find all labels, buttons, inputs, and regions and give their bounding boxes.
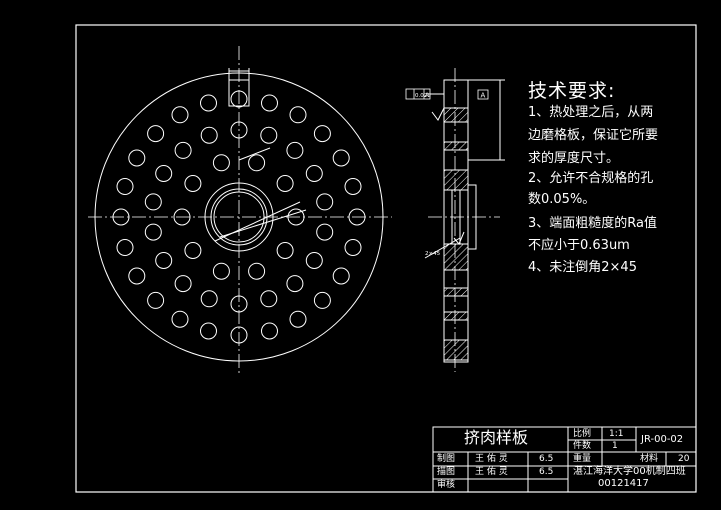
title-block-outline [432,426,697,493]
plate-hole-11 [316,223,334,241]
plate-hole-19 [144,223,162,241]
scale-label: 比例 [573,429,592,439]
plate-hole-13 [286,275,304,293]
plate-hole-17 [174,275,192,293]
tech-requirements-title: 技术要求: [528,80,616,102]
quantity-label: 件数 [573,441,592,451]
hatch-5 [443,287,469,297]
tolerance-frame [405,88,489,100]
hatch-3 [443,169,469,191]
material-value: 20 [678,454,690,464]
plate-hole-48 [261,94,278,112]
hatch-2 [443,141,469,151]
hatch-7 [443,339,469,361]
drawn-by-name: 王 佑 灵 [475,454,508,464]
tech-requirement-line-6: 3、端面粗糙度的Ra值 [528,216,657,231]
plate-hole-46 [200,94,217,112]
plate-hole-27 [305,165,323,182]
diameter-leader-2 [219,209,307,238]
hatch-4 [443,243,469,271]
plate-hole-31 [332,267,350,285]
title-block-grid [432,426,697,493]
plate-hole-3 [248,262,266,280]
student-id: 00121417 [598,478,649,489]
hatch-1 [443,107,469,123]
plate-hole-37 [171,310,189,328]
plate-hole-5 [184,242,202,259]
plate-hole-16 [200,290,218,308]
tech-requirement-line-5: 数0.05%。 [528,192,596,207]
tolerance-datum: A [425,92,430,99]
weight-label: 重量 [573,454,592,464]
plate-hole-44 [147,125,165,143]
plate-hole-51 [332,149,350,167]
plate-hole-9 [248,154,266,172]
plate-hole-30 [344,239,362,256]
quantity-value: 1 [612,441,618,451]
plate-hole-39 [128,267,146,285]
tolerance-value: 0.025 [415,93,431,99]
plate-hole-34 [261,322,278,340]
hub-step [467,184,477,250]
plate-hole-21 [155,165,173,182]
scale-value: 1:1 [609,429,624,439]
plate-hole-33 [289,310,307,328]
traced-by-label: 描图 [437,467,456,477]
tech-requirement-line-1: 1、热处理之后，从两 [528,105,654,120]
plate-hole-49 [289,106,307,124]
plate-hole-25 [260,126,278,144]
traced-date: 6.5 [539,467,554,477]
drawing-border [75,24,697,493]
school-name: 湛江海洋大学00机制四班 [573,466,686,477]
tech-requirement-line-3: 求的厚度尺寸。 [528,151,620,166]
plate-hole-38 [147,291,165,309]
tech-requirement-line-7: 不应小于0.63um [528,238,630,253]
plate-hole-20 [144,193,162,211]
plate-hole-18 [155,252,173,269]
plate-hole-8 [212,154,230,172]
diameter-leader-1 [214,201,301,242]
tech-requirement-line-8: 4、未注倒角2×45 [528,260,637,275]
drawn-by-label: 制图 [437,454,456,464]
chamfer-leader [424,237,461,259]
diameter-leader-3 [238,147,271,161]
hole-pattern [112,90,366,344]
plate-hole-42 [116,178,134,195]
plate-hole-36 [200,322,217,340]
plate-hole-40 [116,239,134,256]
tech-requirement-line-2: 边磨格板，保证它所要 [528,128,659,143]
plate-hole-28 [316,193,334,211]
plate-hole-12 [305,252,323,269]
traced-by-name: 王 佑 灵 [475,467,508,477]
surface-finish-mark-2 [453,231,465,245]
tech-requirement-line-4: 2、允许不合规格的孔 [528,171,654,186]
datum-box [477,89,489,100]
plate-hole-22 [174,141,192,159]
section-view [424,79,505,363]
plate-hole-10 [276,175,294,192]
plate-hole-7 [184,175,202,192]
plate-hole-32 [313,291,331,309]
plate-hole-26 [286,141,304,159]
plate-hole-52 [344,178,362,195]
plate-hole-43 [128,149,146,167]
drawn-date: 6.5 [539,454,554,464]
plate-hole-23 [200,126,218,144]
plate-hole-14 [260,290,278,308]
material-label: 材料 [640,454,659,464]
review-label: 审核 [437,480,456,490]
tolerance-frame-box [405,88,431,100]
datum-letter: A [481,92,486,100]
plate-hole-45 [171,106,189,124]
surface-finish-mark [431,107,445,121]
plate-hole-50 [313,125,331,143]
chamfer-note: 2×45 [425,251,441,257]
part-name: 挤肉样板 [464,428,529,447]
drawing-number: JR-00-02 [641,434,684,445]
hatch-6 [443,311,469,321]
plate-hole-4 [212,262,230,280]
plate-hole-2 [276,242,294,259]
